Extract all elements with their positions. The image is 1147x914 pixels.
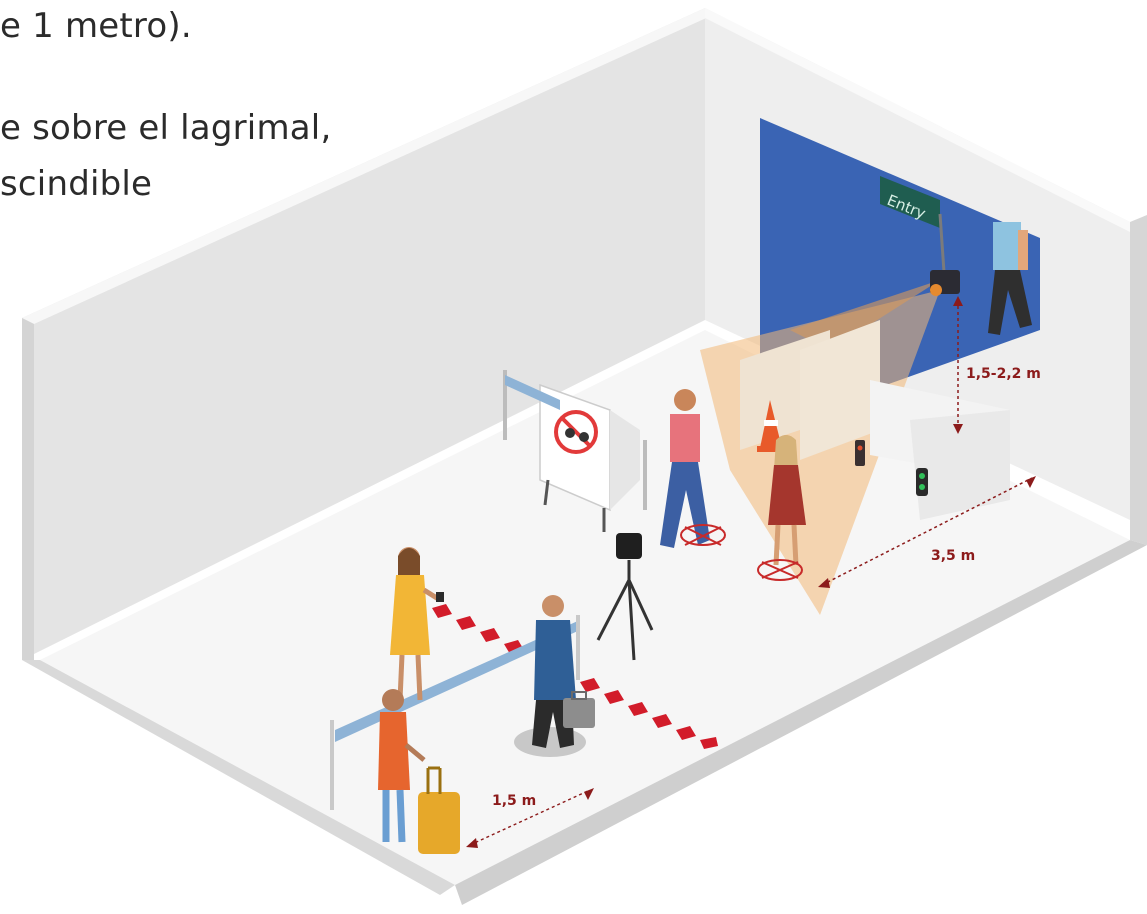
ceiling-camera — [930, 270, 960, 296]
person-orange-shirt — [378, 689, 426, 843]
dimension-label-camera-height: 1,5-2,2 m — [966, 366, 1041, 382]
left-wall-base — [22, 318, 34, 660]
entry-sign: Entry — [880, 176, 946, 273]
person-red-dress — [757, 435, 806, 581]
person-at-entry — [988, 222, 1032, 335]
person-pink-shirt — [660, 389, 726, 548]
dimension-label-queue-spacing: 1,5 m — [492, 793, 536, 809]
floor-left-rim — [22, 660, 455, 895]
yellow-suitcase — [418, 766, 460, 854]
dimension-queue-spacing: 1,5 m — [466, 788, 594, 848]
no-glasses-sign-board — [539, 383, 640, 532]
instruction-text-line-1: e 1 metro). — [0, 6, 192, 46]
back-wall-top-edge — [705, 8, 1130, 232]
instruction-text-line-3: scindible — [0, 164, 153, 204]
person-businessman — [514, 595, 595, 757]
security-gates — [740, 320, 1010, 520]
dimension-camera-height: 1,5-2,2 m — [953, 296, 1041, 434]
traffic-cone — [757, 400, 785, 452]
back-stanchion-rope — [503, 370, 647, 510]
instruction-text-line-2: e sobre el lagrimal, — [0, 108, 332, 148]
front-floor-rim — [455, 540, 1147, 905]
person-yellow-dress — [390, 547, 444, 701]
front-wall-edge — [1130, 215, 1147, 545]
tripod-thermal-camera — [596, 533, 654, 661]
left-wall — [22, 8, 705, 660]
dimension-label-distance-to-camera: 3,5 m — [931, 548, 975, 564]
left-wall-top-edge — [22, 8, 715, 324]
front-stanchion-rope — [330, 615, 580, 810]
floor-distance-markings — [432, 604, 718, 749]
dimension-distance-to-camera: 3,5 m — [818, 476, 1036, 588]
